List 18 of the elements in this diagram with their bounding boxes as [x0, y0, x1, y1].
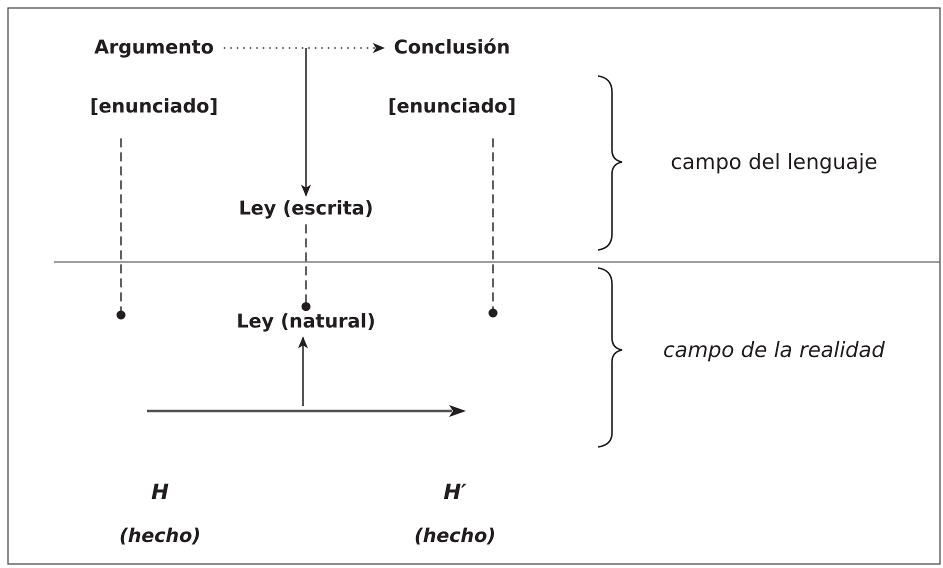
region-label: campo del lenguaje	[670, 150, 878, 174]
dashed-connector	[116, 138, 126, 320]
dashed-connector	[488, 138, 498, 318]
fact-label: (hecho)	[414, 525, 496, 547]
arrow	[224, 43, 385, 53]
fact-symbol: H′	[443, 480, 467, 504]
fact-label: (hecho)	[119, 525, 201, 547]
term-label: [enunciado]	[388, 96, 516, 118]
region-label: campo de la realidad	[663, 338, 885, 362]
fact-symbol: H	[151, 480, 169, 504]
term-label: Argumento	[94, 36, 214, 60]
term-label: Ley (natural)	[236, 310, 376, 334]
dashed-connector	[302, 224, 310, 312]
term-label: Conclusión	[394, 36, 510, 60]
arrow	[298, 336, 308, 406]
term-label: [enunciado]	[90, 96, 218, 118]
arrow	[301, 48, 311, 197]
term-label: Ley (escrita)	[238, 198, 374, 220]
